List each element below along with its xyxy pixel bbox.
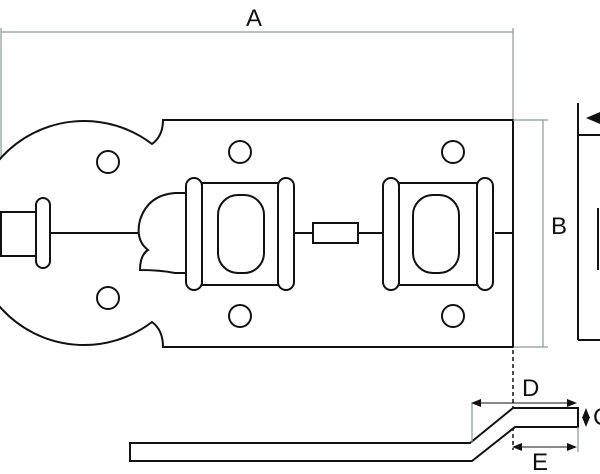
label-d: D <box>522 375 539 402</box>
label-e: E <box>532 449 548 474</box>
label-a: A <box>246 5 262 32</box>
label-c: C <box>593 404 600 431</box>
profile-view <box>129 407 579 462</box>
label-b: B <box>551 213 567 240</box>
guide-left <box>185 177 295 291</box>
dimension-d: D <box>471 375 577 443</box>
dimension-c: C <box>582 404 600 431</box>
dimension-e: E <box>512 427 579 474</box>
mounting-holes <box>96 140 465 328</box>
bolt <box>0 192 513 274</box>
side-view <box>577 103 600 341</box>
guide-right <box>382 177 494 291</box>
dimension-b: B <box>513 119 567 348</box>
arrow-icon <box>586 112 600 124</box>
dimension-a: A <box>0 5 514 190</box>
